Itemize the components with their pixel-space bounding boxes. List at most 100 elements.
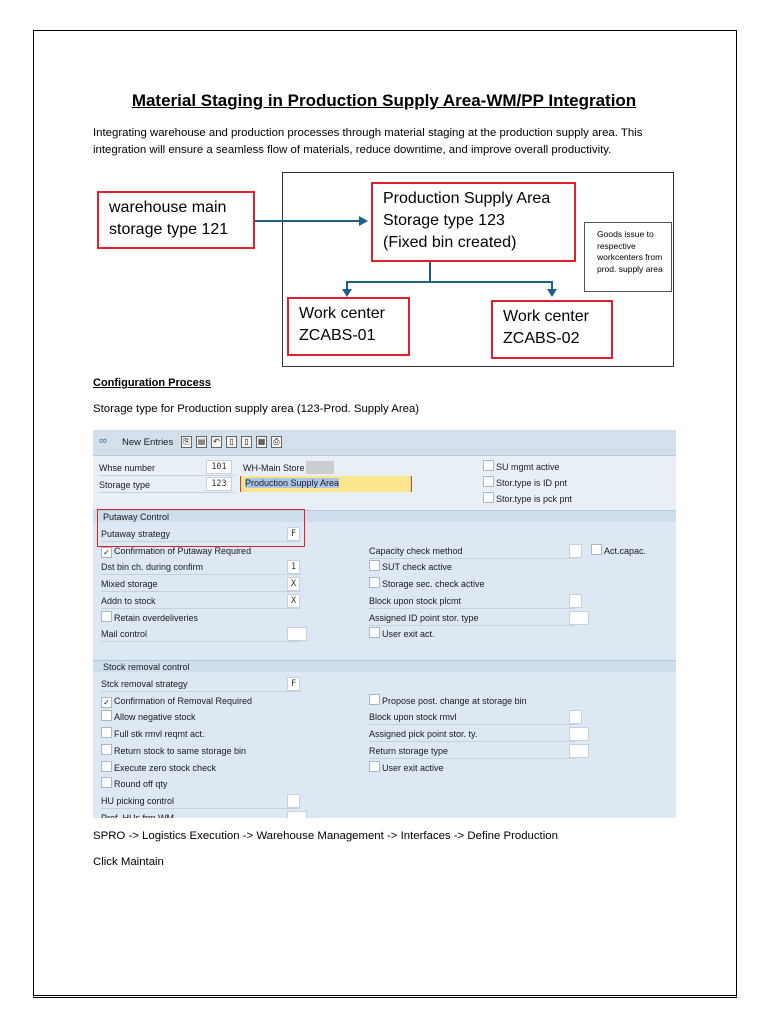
psa-box: Production Supply Area Storage type 123 … bbox=[371, 182, 576, 262]
checkbox-row[interactable]: Allow negative stock bbox=[101, 710, 196, 724]
wc1-line-2: ZCABS-01 bbox=[299, 327, 376, 344]
checkbox-label: Propose post. change at storage bin bbox=[382, 695, 527, 706]
header-checkbox-row[interactable]: SU mgmt active bbox=[483, 460, 560, 474]
arrow-down-icon bbox=[342, 289, 352, 297]
storage-type-description: Production Supply Area bbox=[245, 478, 340, 488]
field-label: Block upon stock rmvl bbox=[369, 712, 457, 723]
field-input[interactable]: F bbox=[287, 527, 300, 541]
glasses-icon[interactable]: ∞ bbox=[99, 435, 107, 447]
checkbox-label: Allow negative stock bbox=[114, 712, 196, 723]
checkbox[interactable] bbox=[369, 627, 380, 639]
checkbox-label: User exit act. bbox=[382, 629, 435, 640]
field-input[interactable] bbox=[569, 610, 589, 625]
checkbox-row[interactable]: User exit act. bbox=[369, 627, 435, 641]
checkbox-label: User exit active bbox=[382, 762, 444, 773]
checkbox-row[interactable]: ✓Confirmation of Putaway Required bbox=[101, 544, 251, 558]
checkbox-row[interactable]: Execute zero stock check bbox=[101, 760, 217, 775]
field-input[interactable]: X bbox=[287, 577, 300, 592]
field-label: Assigned ID point stor. type bbox=[369, 612, 479, 623]
checkbox-row[interactable]: ✓Confirmation of Removal Required bbox=[101, 694, 252, 708]
field-row: Putaway strategy F bbox=[101, 527, 301, 542]
checkbox[interactable] bbox=[101, 710, 112, 722]
checkbox-label: Retain overdeliveries bbox=[114, 612, 199, 623]
field-label: Dst bin ch. during confirm bbox=[101, 562, 204, 573]
select-block-icon[interactable]: ▯ bbox=[241, 436, 252, 448]
checkbox-row[interactable]: Retain overdeliveries bbox=[101, 610, 199, 625]
print-icon[interactable]: ⎙ bbox=[271, 436, 282, 448]
field-row: Mail control bbox=[101, 627, 307, 643]
field-label: Prof. HUs frm WM bbox=[101, 812, 174, 818]
checkbox[interactable] bbox=[369, 693, 380, 705]
field-input[interactable]: X bbox=[287, 593, 300, 608]
field-input[interactable] bbox=[287, 793, 300, 808]
checkbox[interactable] bbox=[369, 560, 380, 572]
work-center-2-box: Work center ZCABS-02 bbox=[491, 300, 613, 359]
checkbox[interactable] bbox=[591, 543, 602, 555]
checkbox-row[interactable]: Full stk rmvl reqmt act. bbox=[101, 727, 205, 741]
header-checkbox-row[interactable]: Stor.type is pck pnt bbox=[483, 492, 572, 506]
arrow-right-icon bbox=[359, 216, 368, 226]
checkbox-row[interactable]: User exit active bbox=[369, 760, 444, 775]
checkbox[interactable] bbox=[101, 760, 112, 772]
storage-type-field[interactable]: 123 bbox=[206, 477, 232, 491]
checkbox[interactable] bbox=[101, 610, 112, 622]
field-input[interactable]: 1 bbox=[287, 560, 300, 575]
wc1-line-1: Work center bbox=[299, 305, 385, 322]
field-input[interactable] bbox=[569, 543, 582, 558]
checkbox[interactable]: ✓ bbox=[101, 696, 112, 708]
connector-line bbox=[551, 281, 553, 291]
connector-line bbox=[429, 262, 431, 282]
header-checkbox-row[interactable]: Stor.type is ID pnt bbox=[483, 476, 567, 490]
undo-icon[interactable]: ↶ bbox=[211, 436, 222, 448]
checkbox-row[interactable]: SUT check active bbox=[369, 560, 452, 574]
delete-icon[interactable]: ▤ bbox=[196, 436, 207, 448]
field-input[interactable] bbox=[287, 627, 307, 642]
checkbox-label: Confirmation of Removal Required bbox=[114, 695, 253, 706]
work-center-1-box: Work center ZCABS-01 bbox=[287, 297, 410, 356]
field-row: Assigned ID point stor. type bbox=[369, 610, 589, 626]
checkbox[interactable] bbox=[101, 743, 112, 755]
field-input[interactable]: F bbox=[287, 677, 300, 691]
checkbox-label: Execute zero stock check bbox=[114, 762, 217, 773]
field-label: Block upon stock plcmt bbox=[369, 595, 462, 606]
checkbox-row[interactable]: Round off qty bbox=[101, 777, 167, 791]
field-input[interactable] bbox=[569, 743, 589, 758]
click-maintain-text: Click Maintain bbox=[93, 856, 164, 868]
field-row: Prof. HUs frm WM bbox=[101, 810, 307, 818]
connector-line bbox=[346, 281, 552, 283]
checkbox[interactable] bbox=[483, 492, 494, 503]
checkbox[interactable]: ✓ bbox=[101, 546, 112, 558]
field-input[interactable] bbox=[287, 810, 307, 818]
copy-icon[interactable]: ⎘ bbox=[181, 436, 192, 448]
act-capac-checkbox-row[interactable]: Act.capac. bbox=[591, 543, 646, 558]
checkbox-row[interactable]: Return stock to same storage bin bbox=[101, 743, 246, 758]
connector-line bbox=[346, 281, 348, 291]
deselect-icon[interactable]: ▦ bbox=[256, 436, 267, 448]
whse-number-field[interactable]: 101 bbox=[206, 460, 232, 474]
field-input[interactable] bbox=[569, 593, 582, 608]
sap-screen: ∞ New Entries ⎘▤↶▯▯▦⎙ Whse number 101 WH… bbox=[93, 430, 676, 818]
diagram-container bbox=[282, 172, 674, 367]
arrow-line bbox=[255, 220, 361, 222]
field-label: Putaway strategy bbox=[101, 529, 171, 539]
storage-type-description-field[interactable]: Production Supply Area bbox=[240, 476, 412, 492]
checkbox-row[interactable]: Storage sec. check active bbox=[369, 577, 485, 591]
new-entries-button[interactable]: New Entries bbox=[122, 437, 174, 448]
checkbox[interactable] bbox=[483, 460, 494, 471]
checkbox-row[interactable]: Propose post. change at storage bin bbox=[369, 693, 527, 708]
checkbox-label: Round off qty bbox=[114, 779, 168, 790]
checkbox[interactable] bbox=[101, 727, 112, 739]
field-input[interactable] bbox=[569, 710, 582, 725]
arrow-down-icon bbox=[547, 289, 557, 297]
field-input[interactable] bbox=[569, 727, 589, 742]
checkbox[interactable] bbox=[369, 577, 380, 589]
select-all-icon[interactable]: ▯ bbox=[226, 436, 237, 448]
checkbox[interactable] bbox=[101, 777, 112, 789]
checkbox[interactable] bbox=[369, 760, 380, 772]
checkbox[interactable] bbox=[483, 476, 494, 487]
goods-issue-note: Goods issue to respective workcenters fr… bbox=[584, 222, 672, 292]
psa-line-3: (Fixed bin created) bbox=[383, 234, 517, 251]
